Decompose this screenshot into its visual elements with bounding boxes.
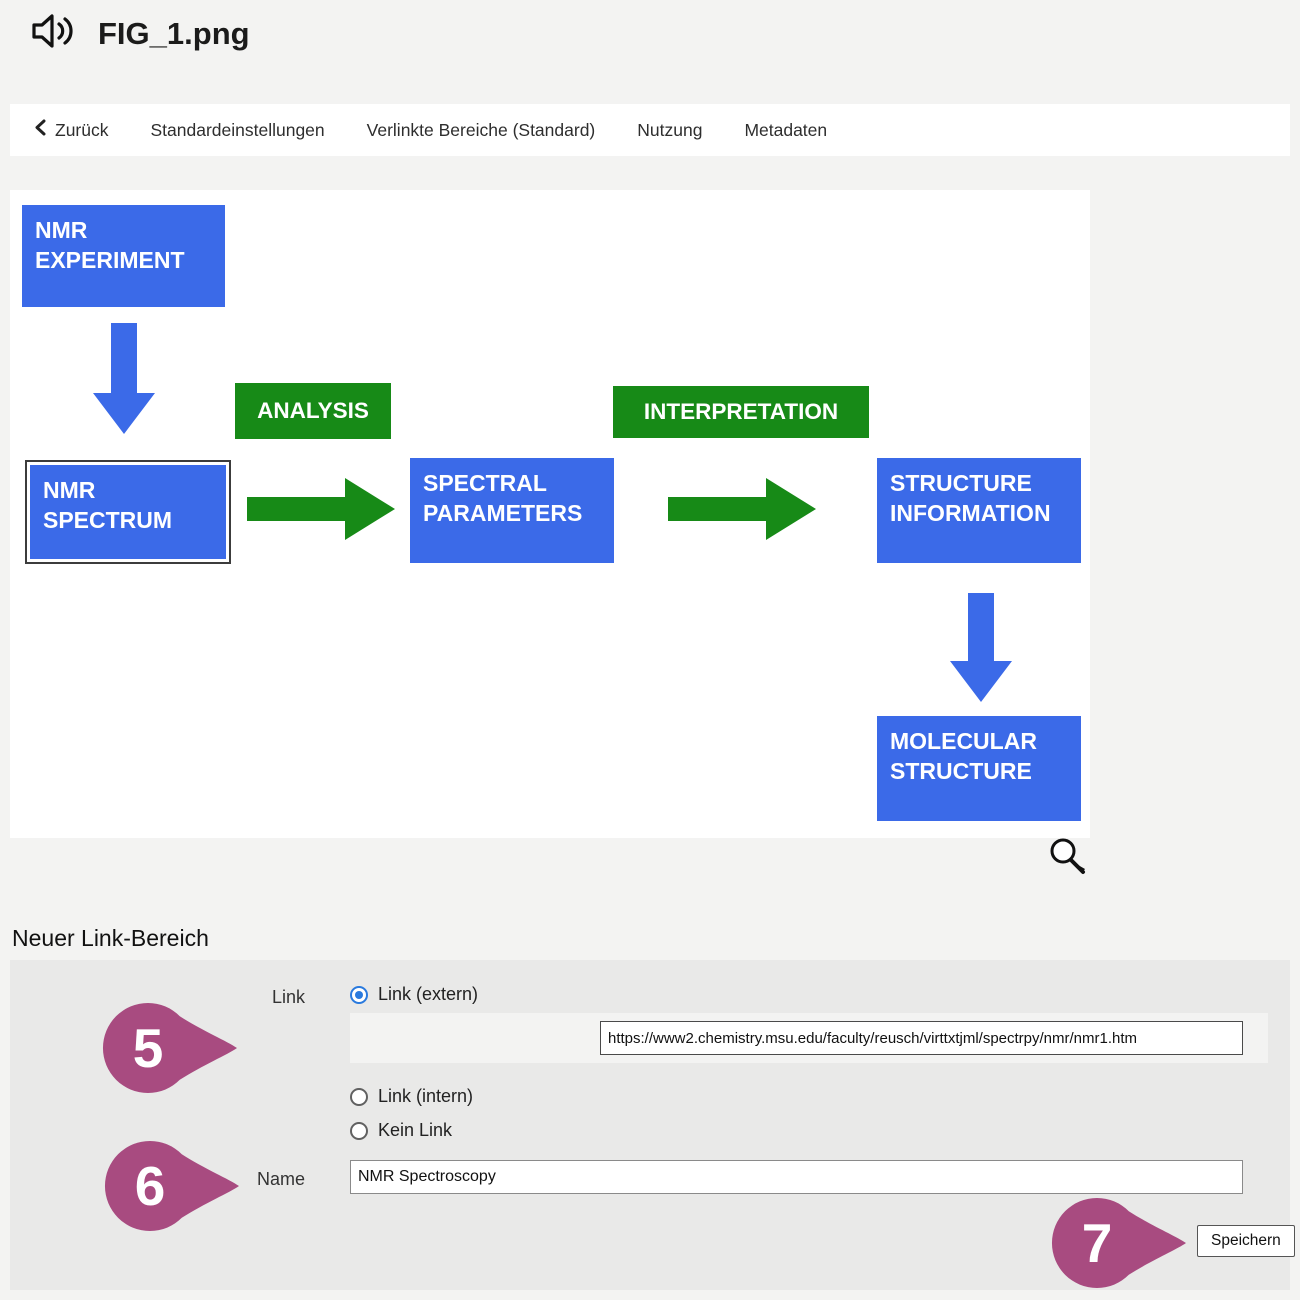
label-analysis: ANALYSIS xyxy=(235,383,391,439)
tab-verlinkte-bereiche[interactable]: Verlinkte Bereiche (Standard) xyxy=(366,119,596,140)
radio-link-extern[interactable]: Link (extern) xyxy=(350,984,478,1005)
step-marker-5-number: 5 xyxy=(133,1017,164,1079)
zoom-icon[interactable] xyxy=(1048,836,1088,878)
chevron-left-icon xyxy=(35,119,46,141)
radio-link-intern[interactable]: Link (intern) xyxy=(350,1086,473,1107)
step-marker-6: 6 xyxy=(99,1141,241,1231)
figure-image[interactable]: NMR EXPERIMENT NMR SPECTRUM ANALYSIS SPE… xyxy=(10,190,1090,838)
tab-nutzung[interactable]: Nutzung xyxy=(637,119,703,140)
tab-metadaten[interactable]: Metadaten xyxy=(744,119,828,140)
step-marker-7: 7 xyxy=(1046,1198,1188,1288)
right-arrow-1 xyxy=(247,478,395,540)
radio-label-none: Kein Link xyxy=(378,1120,453,1140)
right-arrow-2 xyxy=(668,478,816,540)
page-title: FIG_1.png xyxy=(98,15,250,51)
radio-label-extern: Link (extern) xyxy=(378,984,479,1004)
down-arrow-2 xyxy=(950,593,1012,703)
name-field-label: Name xyxy=(256,1169,305,1189)
page-header: FIG_1.png xyxy=(30,12,250,55)
radio-button-intern-icon xyxy=(350,1087,368,1106)
back-button[interactable]: Zurück xyxy=(35,119,108,141)
node-structure-information: STRUCTURE INFORMATION xyxy=(877,458,1081,563)
name-input[interactable] xyxy=(350,1160,1243,1194)
selected-region-nmr-spectrum[interactable]: NMR SPECTRUM xyxy=(25,460,231,564)
node-nmr-spectrum: NMR SPECTRUM xyxy=(30,465,226,559)
url-input[interactable] xyxy=(600,1021,1243,1055)
radio-label-intern: Link (intern) xyxy=(378,1086,474,1106)
step-marker-7-number: 7 xyxy=(1082,1212,1113,1274)
step-marker-5: 5 xyxy=(97,1003,239,1093)
save-button[interactable]: Speichern xyxy=(1197,1225,1295,1257)
node-spectral-parameters: SPECTRAL PARAMETERS xyxy=(410,458,614,563)
link-field-label: Link xyxy=(271,987,305,1007)
radio-kein-link[interactable]: Kein Link xyxy=(350,1120,452,1141)
node-nmr-experiment: NMR EXPERIMENT xyxy=(22,205,225,307)
radio-button-extern-icon xyxy=(350,985,368,1004)
toolbar: Zurück Standardeinstellungen Verlinkte B… xyxy=(10,104,1290,156)
section-title: Neuer Link-Bereich xyxy=(12,925,209,951)
radio-button-none-icon xyxy=(350,1121,368,1140)
node-molecular-structure: MOLECULAR STRUCTURE xyxy=(877,716,1081,821)
down-arrow-1 xyxy=(93,323,155,435)
tab-standardeinstellungen[interactable]: Standardeinstellungen xyxy=(150,119,325,140)
back-label: Zurück xyxy=(55,119,109,140)
label-interpretation: INTERPRETATION xyxy=(613,386,869,438)
step-marker-6-number: 6 xyxy=(135,1155,166,1217)
speaker-icon[interactable] xyxy=(30,12,74,55)
